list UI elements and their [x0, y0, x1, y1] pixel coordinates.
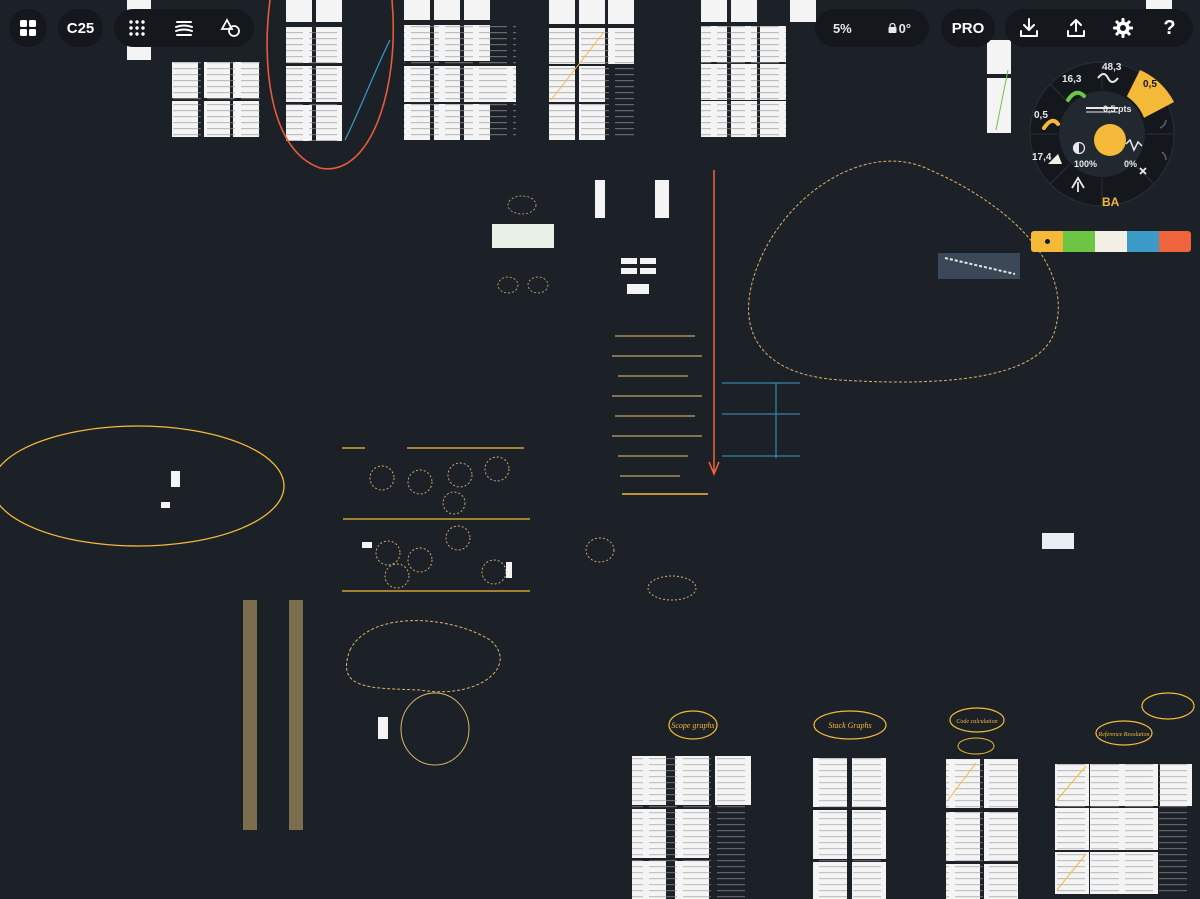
- settings-button[interactable]: [1099, 9, 1146, 47]
- blue-stroke: [344, 39, 391, 141]
- color-swatch-yellow[interactable]: [1031, 231, 1063, 252]
- yellow-stroke: [550, 31, 605, 101]
- text-columns: [243, 600, 303, 830]
- zoom-rotation-pill[interactable]: 5% 0°: [815, 9, 929, 47]
- label-bubble-stack-graphs: [813, 710, 887, 740]
- color-swatch-green[interactable]: [1063, 231, 1095, 252]
- label-scope-graphs: Scope graphs: [671, 721, 714, 730]
- layers-icon: [175, 21, 193, 36]
- label-code-calculation: Code calculation: [956, 719, 997, 725]
- question-icon: ?: [1163, 16, 1176, 39]
- import-button[interactable]: [1005, 9, 1052, 47]
- export-button[interactable]: [1052, 9, 1099, 47]
- handwriting-column: [612, 335, 702, 477]
- layers-button[interactable]: [161, 9, 208, 47]
- label-bubble-scope-graphs: [668, 710, 718, 740]
- screenshot-thumb: [938, 253, 1020, 279]
- color-swatch-white[interactable]: [1095, 231, 1127, 252]
- label-reference-resolution: Reference Resolution: [1098, 731, 1150, 738]
- rotation-lock[interactable]: 0°: [888, 21, 911, 36]
- label-bubble-reference-resolution: [1095, 720, 1153, 746]
- brush-smoothing[interactable]: 0%: [1124, 159, 1138, 169]
- help-button[interactable]: ?: [1146, 9, 1193, 47]
- dots-grid-icon: [129, 20, 146, 36]
- color-chart-thumb: [1042, 533, 1074, 549]
- selected-dot: [1045, 239, 1050, 244]
- shapes-icon: [220, 18, 240, 37]
- gallery-button[interactable]: [9, 9, 47, 47]
- color-swatch-blue[interactable]: [1127, 231, 1159, 252]
- pro-button[interactable]: PRO: [941, 9, 995, 47]
- wheel-top-value[interactable]: 48,3: [1102, 62, 1122, 73]
- right-blob-outline: [748, 160, 1059, 383]
- thumbnail-text-lines: [172, 25, 786, 141]
- shapes-button[interactable]: [207, 9, 254, 47]
- section-dividers: [342, 447, 530, 592]
- sketch-bubbles: [369, 456, 510, 589]
- label-stack-graphs: Stack Graphs: [828, 721, 871, 730]
- wheel-bottom-left-value[interactable]: 17,4: [1032, 152, 1052, 163]
- mirror-toggle[interactable]: BA: [1102, 195, 1120, 209]
- red-lasso-stroke: [266, 0, 395, 170]
- blue-table-sketch: [722, 382, 800, 458]
- wheel-side-value[interactable]: 0,5: [1034, 110, 1048, 121]
- rotation-angle: 0°: [898, 20, 912, 36]
- label-bubble-code-calc: [949, 707, 1005, 733]
- grid-icon: [20, 20, 36, 36]
- lower-left-blob: [346, 620, 501, 693]
- canvas-name: C25: [66, 19, 95, 37]
- lock-icon: [888, 23, 897, 33]
- action-group: ?: [1005, 9, 1193, 47]
- brush-wheel[interactable]: 48,3 16,3 0,5 0,5 17,4 0,5 pts 100% 0% B…: [1028, 60, 1176, 209]
- brush-opacity[interactable]: 100%: [1074, 159, 1098, 169]
- zoom-level[interactable]: 5%: [832, 20, 852, 36]
- color-swatch-orange[interactable]: [1159, 231, 1191, 252]
- gear-icon: [1112, 18, 1133, 38]
- wheel-active-value[interactable]: 0,5: [1143, 79, 1157, 90]
- wheel-left-value[interactable]: 16,3: [1062, 74, 1082, 85]
- grid-toggle-button[interactable]: [114, 9, 161, 47]
- green-stroke: [995, 69, 1009, 131]
- download-icon: [1019, 18, 1038, 37]
- canvas-name-button[interactable]: C25: [58, 9, 103, 47]
- sketch-cluster-center-top: [492, 180, 669, 294]
- pro-label: PRO: [951, 19, 985, 37]
- brush-size[interactable]: 0,5 pts: [1103, 104, 1132, 114]
- left-ellipse: [0, 425, 285, 547]
- brush-wheel-ring: [1029, 61, 1175, 207]
- tool-group: [114, 9, 254, 47]
- upload-icon: [1066, 19, 1085, 37]
